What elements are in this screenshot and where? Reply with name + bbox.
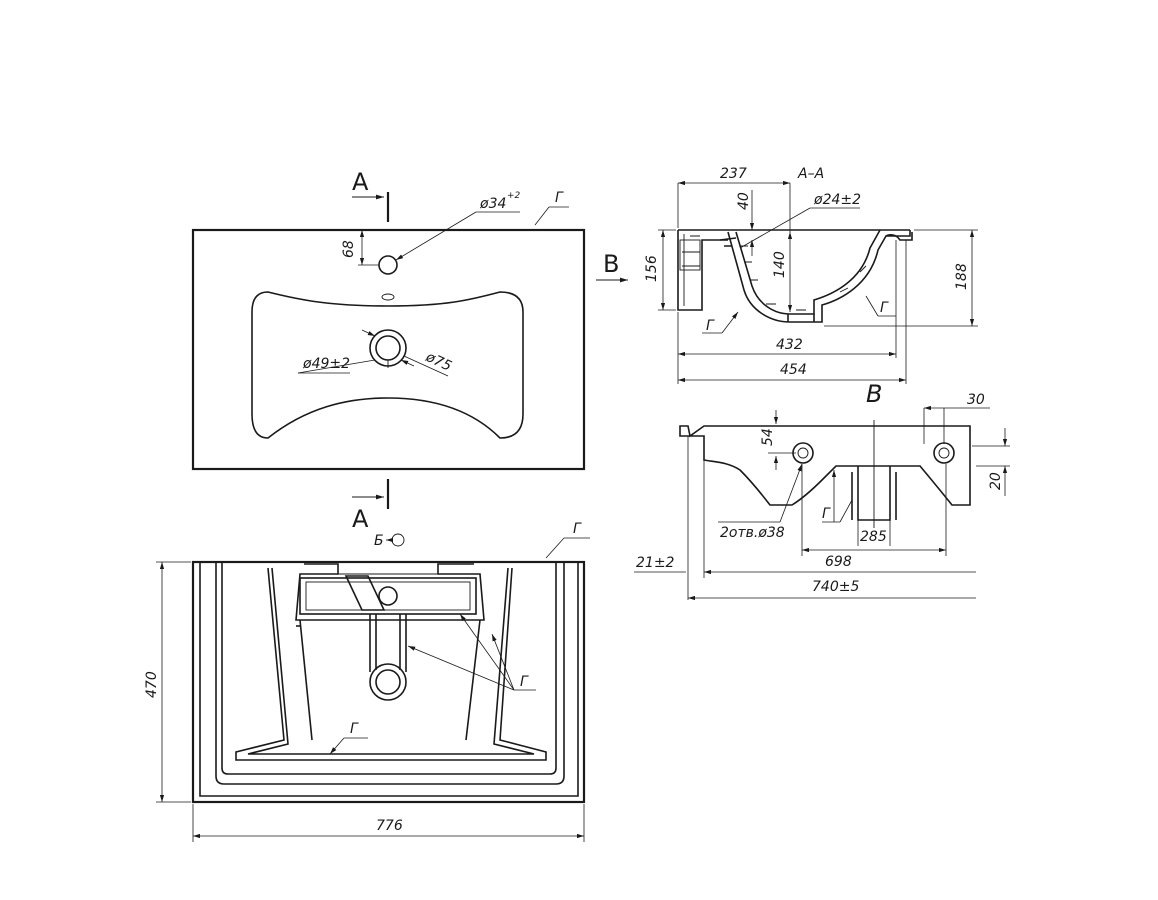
top-view: 68 ø34 +2 Г ø49±2 ø75 A A B [191, 168, 628, 533]
dim-776: 776 [376, 818, 403, 834]
dim-54: 54 [760, 428, 776, 446]
top-view-basin [251, 291, 524, 439]
bottom-tap-hole [378, 586, 398, 606]
dim-237: 237 [720, 166, 747, 182]
bottom-drain-inner [375, 669, 401, 695]
section-aa-title: А–А [797, 166, 824, 182]
dim-30: 30 [967, 392, 985, 408]
dim-698: 698 [825, 554, 852, 570]
leader-g-view-b: Г [822, 506, 831, 522]
dim-188: 188 [954, 263, 970, 290]
section-aa: 237 А–А 40 ø24±2 156 140 188 432 454 Г Г [644, 166, 978, 384]
overflow-hole-right [933, 442, 955, 464]
dim-overflow: ø24±2 [813, 192, 861, 208]
dim-285: 285 [860, 529, 887, 545]
view-b-title: В [866, 380, 882, 408]
dim-40: 40 [736, 192, 752, 210]
dim-740: 740±5 [812, 579, 859, 595]
dim-432: 432 [776, 337, 803, 353]
leader-g-section-left: Г [706, 318, 715, 334]
leader-g-top-view: Г [555, 190, 564, 206]
dim-drain-outer: ø75 [422, 349, 454, 375]
bottom-view-bowl [235, 567, 547, 761]
view-b: В 30 54 20 2отв.ø38 Г 285 [634, 380, 1010, 601]
dim-21: 21±2 [636, 555, 675, 571]
dim-tap-hole: ø34 [479, 196, 506, 212]
view-b-outline [679, 425, 971, 506]
leader-g-section-right: Г [880, 300, 889, 316]
mark-b-cyrillic: Б [374, 533, 384, 549]
leader-g-bottom-top: Г [573, 521, 582, 537]
tap-hole [378, 255, 398, 275]
bottom-view: Б Г Г Г 470 776 [144, 521, 590, 842]
dim-holes: 2отв.ø38 [720, 525, 785, 541]
section-bowl-inner [735, 229, 881, 315]
bottom-view-outline [191, 560, 586, 804]
dim-470: 470 [144, 671, 160, 698]
top-view-outline [191, 228, 586, 471]
leader-g-bottom-right: Г [520, 674, 529, 690]
dim-140: 140 [772, 251, 788, 278]
dim-tap-hole-tol: +2 [507, 191, 521, 201]
bottom-drain-outer [369, 663, 407, 701]
drain-inner [375, 335, 401, 361]
dim-20: 20 [988, 472, 1004, 490]
section-mark-a-top: A [352, 168, 369, 196]
dim-68: 68 [341, 240, 357, 258]
overflow-slot [381, 293, 395, 301]
leader-g-bottom-lower: Г [350, 721, 359, 737]
dim-drain: ø49±2 [302, 356, 350, 372]
dim-156: 156 [644, 255, 660, 282]
dim-454: 454 [780, 362, 807, 378]
section-bowl-outer [727, 230, 911, 323]
section-mark-b: B [603, 250, 619, 278]
section-mark-a-bottom: A [352, 505, 369, 533]
